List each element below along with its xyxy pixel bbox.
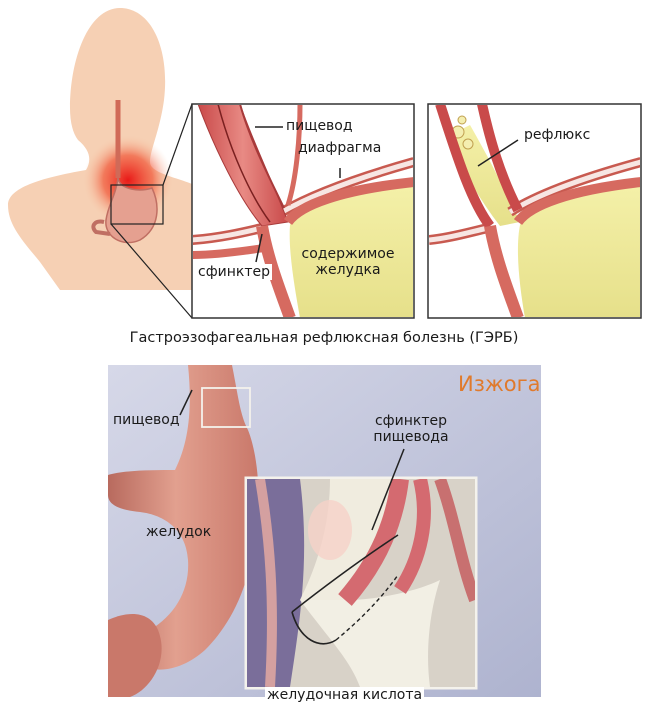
label-stomach: желудок [146,524,211,540]
label-esophagus-bottom: пищевод [113,412,180,428]
zoom-line-top [163,104,192,185]
label-diaphragm: диафрагма [298,140,381,156]
label-stomach-acid: желудочная кислота [265,687,424,703]
panel-normal [192,104,414,318]
label-esophagus-top: пищевод [286,118,353,134]
figure-caption: Гастроэзофагеальная рефлюксная болезнь (… [0,330,648,346]
label-sphincter: сфинктер [196,264,272,280]
title-heartburn: Изжога [458,372,541,396]
label-reflux: рефлюкс [524,127,590,143]
label-esophageal-sphincter: сфинктер пищевода [368,413,454,445]
label-stomach-contents: содержимое желудка [292,246,404,278]
